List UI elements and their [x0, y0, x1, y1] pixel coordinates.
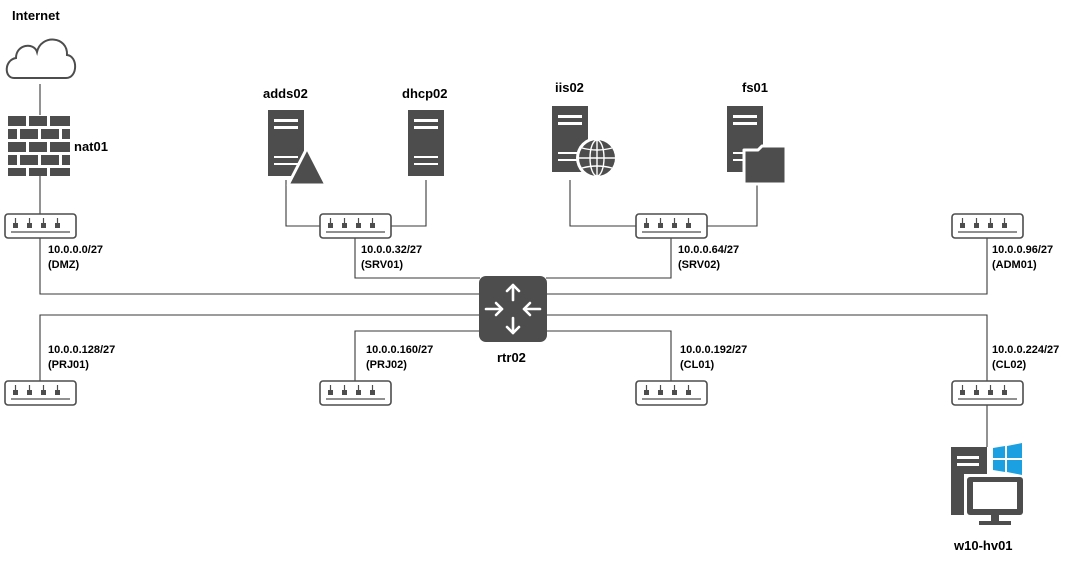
switch-dmz-icon — [4, 213, 77, 239]
link-adds02-switch — [285, 180, 320, 227]
server-icon — [408, 110, 444, 176]
subnet-cl02-label: 10.0.0.224/27 (CL02) — [992, 343, 1059, 373]
windows-logo-icon — [993, 443, 1022, 475]
subnet-cidr: 10.0.0.64/27 — [678, 244, 740, 256]
subnet-name: (CL01) — [680, 359, 715, 371]
cloud-icon — [5, 38, 77, 79]
link-iis02-switch — [569, 180, 636, 227]
nat01-label: nat01 — [74, 139, 108, 154]
fs01-label: fs01 — [742, 80, 769, 95]
link-cl02-router — [546, 314, 988, 381]
link-dhcp02-switch — [390, 180, 427, 227]
subnet-cidr: 10.0.0.96/27 — [992, 244, 1054, 256]
server-web-icon — [552, 106, 618, 179]
switch-prj01-icon — [4, 380, 77, 406]
rtr02-label: rtr02 — [497, 350, 526, 365]
subnet-prj02-label: 10.0.0.160/27 (PRJ02) — [366, 343, 433, 373]
subnet-cidr: 10.0.0.224/27 — [992, 344, 1060, 356]
subnet-cl01-label: 10.0.0.192/27 (CL01) — [680, 343, 747, 373]
subnet-name: (SRV01) — [361, 259, 403, 271]
adds02-label: adds02 — [263, 86, 308, 101]
link-cl01-router — [546, 330, 672, 381]
subnet-prj01-label: 10.0.0.128/27 (PRJ01) — [48, 343, 115, 373]
switch-cl01-icon — [635, 380, 708, 406]
subnet-srv02-label: 10.0.0.64/27 (SRV02) — [678, 243, 739, 273]
firewall-icon — [8, 116, 70, 176]
link-prj02-router — [354, 330, 480, 381]
switch-cl02-icon — [951, 380, 1024, 406]
network-links — [39, 84, 988, 447]
switch-prj02-icon — [319, 380, 392, 406]
link-dmz-router — [39, 238, 480, 295]
subnet-name: (DMZ) — [48, 259, 80, 271]
subnet-cidr: 10.0.0.160/27 — [366, 344, 434, 356]
dhcp02-label: dhcp02 — [402, 86, 448, 101]
subnet-name: (PRJ02) — [366, 359, 407, 371]
subnet-dmz-label: 10.0.0.0/27 (DMZ) — [48, 243, 103, 273]
internet-label: Internet — [12, 8, 60, 23]
link-srv02-router — [546, 238, 672, 279]
server-directory-icon — [268, 110, 328, 187]
server-file-icon — [727, 106, 788, 186]
subnet-name: (PRJ01) — [48, 359, 89, 371]
subnet-adm01-label: 10.0.0.96/27 (ADM01) — [992, 243, 1053, 273]
switch-srv02-icon — [635, 213, 708, 239]
router-icon — [479, 276, 547, 342]
subnet-cidr: 10.0.0.0/27 — [48, 244, 104, 256]
iis02-label: iis02 — [555, 80, 584, 95]
link-adm01-router — [546, 238, 988, 295]
link-prj01-router — [39, 314, 480, 381]
subnet-cidr: 10.0.0.32/27 — [361, 244, 423, 256]
subnet-name: (SRV02) — [678, 259, 720, 271]
subnet-name: (ADM01) — [992, 259, 1037, 271]
subnet-cidr: 10.0.0.192/27 — [680, 344, 748, 356]
windows-pc-icon — [951, 447, 1026, 525]
link-fs01-switch — [706, 180, 758, 227]
switch-adm01-icon — [951, 213, 1024, 239]
subnet-srv01-label: 10.0.0.32/27 (SRV01) — [361, 243, 422, 273]
w10-hv01-label: w10-hv01 — [954, 538, 1013, 553]
subnet-name: (CL02) — [992, 359, 1027, 371]
subnet-cidr: 10.0.0.128/27 — [48, 344, 116, 356]
link-srv01-router — [354, 238, 480, 279]
switch-srv01-icon — [319, 213, 392, 239]
